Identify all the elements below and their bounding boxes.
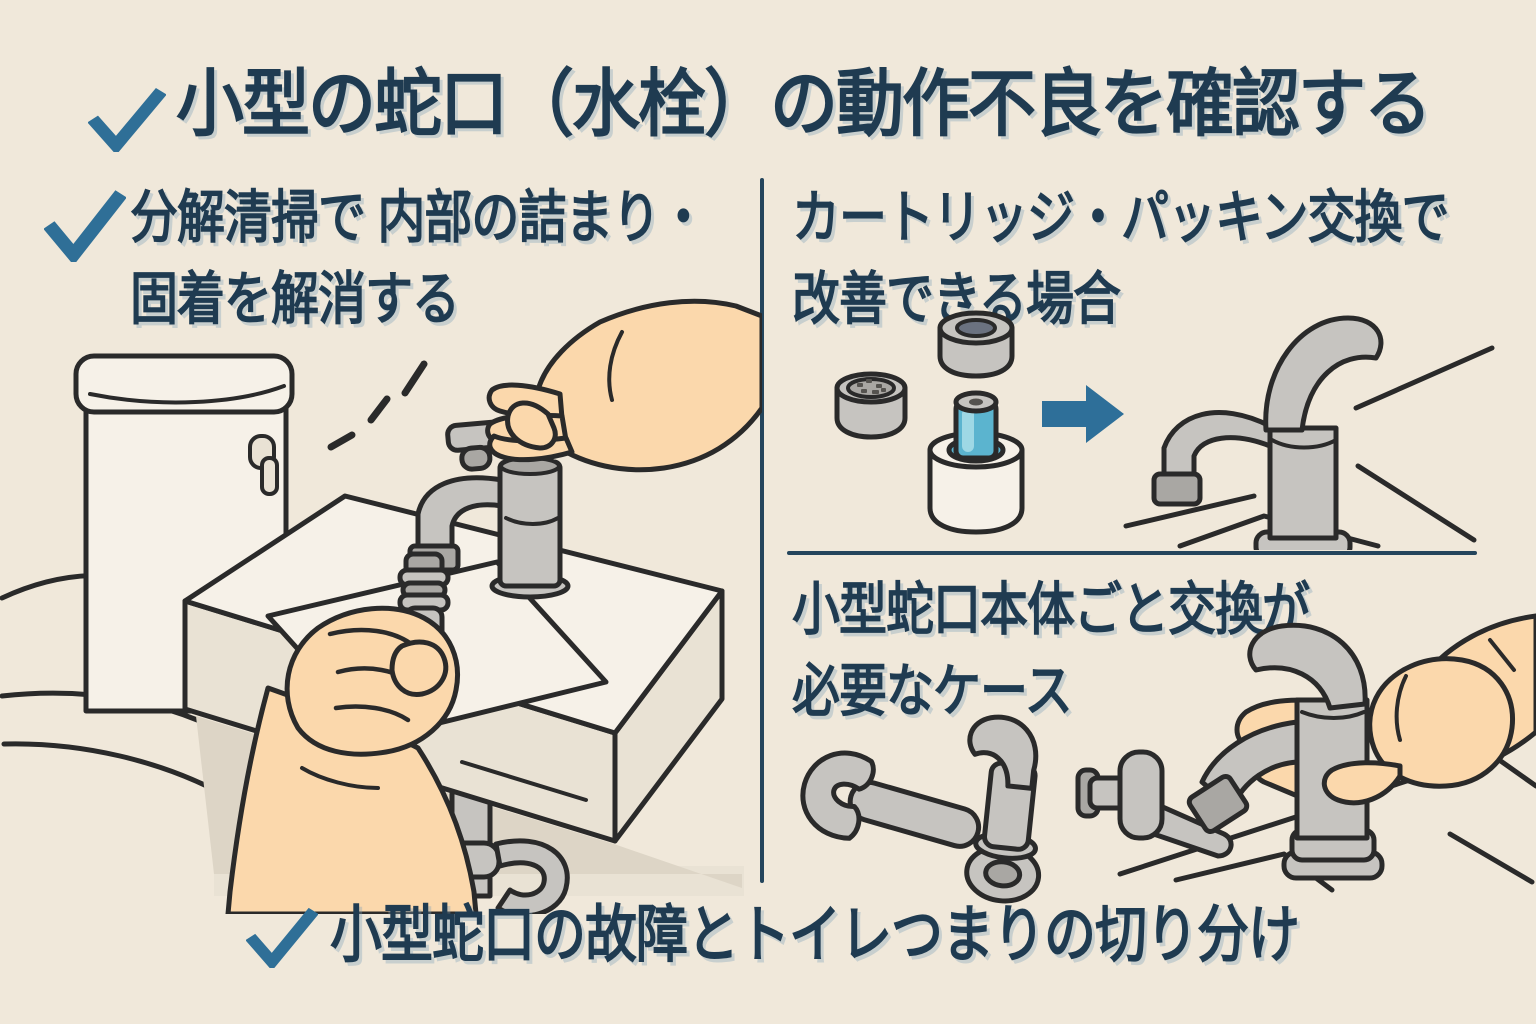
detached-faucet — [964, 714, 1042, 904]
page-title: 小型の蛇口（水栓）の動作不良を確認する — [176, 62, 1432, 146]
check-icon — [88, 88, 166, 152]
heading-line: 分解清掃で 内部の詰まり・ — [130, 186, 707, 250]
section-heading-disassembly: 分解清掃で 内部の詰まり・ 固着を解消する — [130, 178, 707, 341]
heading-line: 必要なケース — [792, 660, 1073, 724]
check-icon — [246, 907, 318, 968]
cartridge — [927, 390, 1025, 535]
wrench-on-fitting — [1075, 749, 1234, 859]
heading-line: カートリッジ・パッキン交換で — [792, 186, 1450, 250]
section-heading-body-replacement: 小型蛇口本体ごと交換が 必要なケース — [792, 570, 1310, 733]
heading-line: 小型蛇口本体ごと交換が — [792, 578, 1310, 642]
check-icon — [44, 190, 126, 262]
palm — [1367, 656, 1515, 789]
mesh-speckles — [857, 379, 886, 394]
open-end-wrench — [800, 750, 982, 849]
single-lever-faucet — [1151, 315, 1384, 550]
hand-holding-faucet — [1186, 613, 1536, 881]
thumb — [505, 400, 558, 451]
horizontal-divider — [787, 551, 1477, 555]
illustration-cartridge-replacement — [834, 310, 1495, 550]
sparkle-emphasis — [327, 360, 428, 451]
lower-hand — [225, 605, 479, 914]
illustration-disassembly — [0, 298, 762, 914]
upper-hand — [485, 298, 762, 473]
thumb — [1321, 760, 1403, 806]
heading-line: 固着を解消する — [130, 268, 460, 332]
aerator — [834, 371, 908, 440]
illustration-body-replacement — [800, 613, 1536, 904]
footer-caption: 小型蛇口の故障とトイレつまりの切り分け — [330, 900, 1300, 971]
flush-lever — [248, 434, 279, 496]
vertical-divider — [760, 178, 764, 883]
packing-ring — [937, 310, 1015, 379]
right-arrow-icon — [1042, 385, 1124, 443]
thumb — [389, 639, 449, 697]
